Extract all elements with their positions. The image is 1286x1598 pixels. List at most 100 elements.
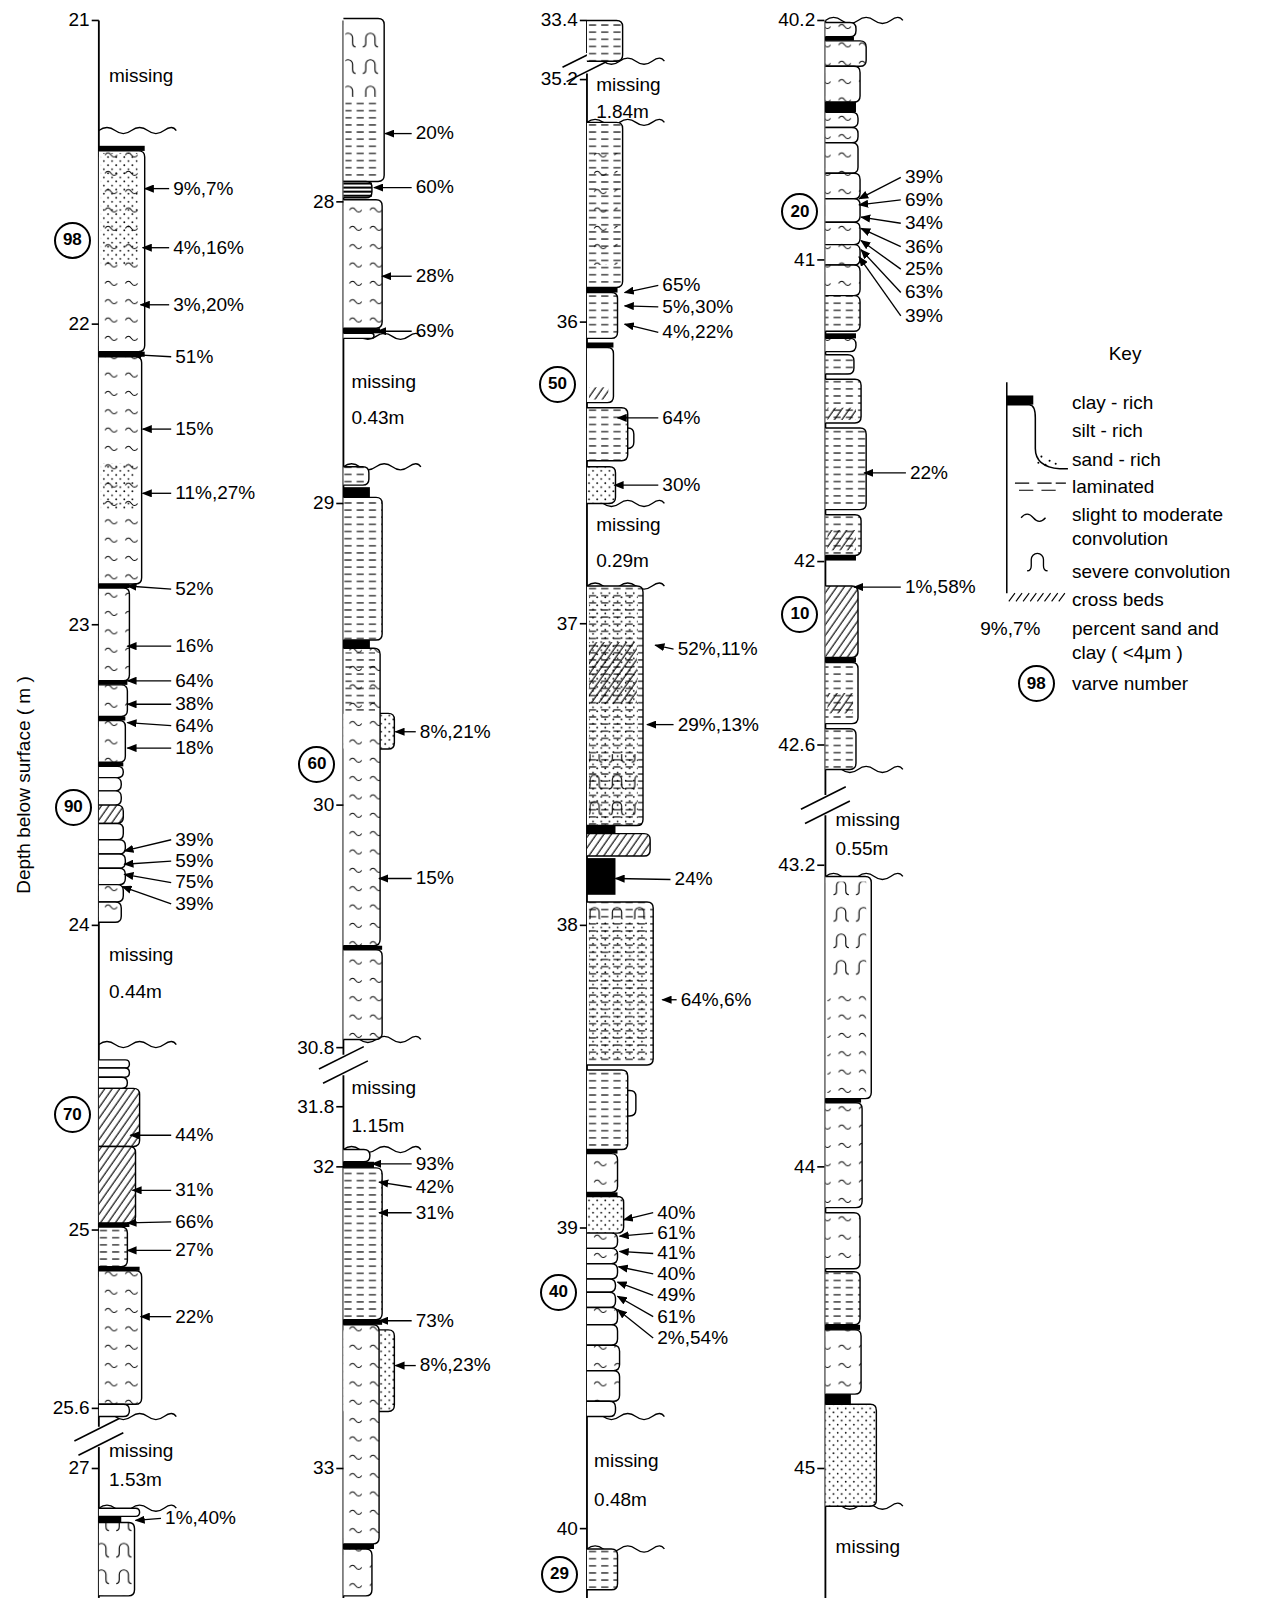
bed-outline xyxy=(587,408,628,461)
leader-arrow xyxy=(395,1365,415,1366)
percent-label: 44% xyxy=(175,1124,213,1146)
percent-label: 24% xyxy=(675,868,713,890)
bed-outline xyxy=(99,588,130,681)
clay-layer xyxy=(343,195,372,197)
bed-outline xyxy=(587,1401,616,1416)
percent-label: 61% xyxy=(657,1222,695,1244)
bed-texture xyxy=(99,588,130,681)
varve-number: 29 xyxy=(541,1556,578,1593)
bed-texture xyxy=(825,729,856,770)
depth-label: 33 xyxy=(313,1457,334,1479)
bed-texture xyxy=(343,648,380,946)
bed-texture xyxy=(587,293,618,339)
bed-outline xyxy=(825,586,858,657)
bed-texture xyxy=(587,1371,620,1402)
depth-tick xyxy=(336,1106,343,1108)
depth-label: 45 xyxy=(794,1457,815,1479)
bed-outline xyxy=(343,1168,382,1320)
varve-number: 40 xyxy=(540,1274,577,1311)
bed-outline xyxy=(825,379,861,423)
bed-outline xyxy=(587,1264,618,1279)
clay-layer xyxy=(825,1394,850,1404)
bed-texture xyxy=(99,1146,136,1222)
bed-outline xyxy=(99,721,125,763)
bed-outline xyxy=(587,1307,618,1324)
varve-number-text: 90 xyxy=(64,797,83,817)
varve-number: 10 xyxy=(781,596,818,633)
annotation: Key xyxy=(1109,343,1142,365)
percent-label: 16% xyxy=(175,635,213,657)
depth-label: 44 xyxy=(794,1156,815,1178)
depth-label: 36 xyxy=(557,311,578,333)
bed-outline xyxy=(99,868,125,884)
depth-tick xyxy=(92,1408,99,1410)
leader-arrow xyxy=(132,355,171,357)
leader-arrow xyxy=(374,187,412,188)
depth-tick xyxy=(817,864,824,866)
bed-texture xyxy=(589,902,647,919)
percent-label: 36% xyxy=(905,236,943,258)
varve-number-text: 10 xyxy=(790,604,809,624)
leader-arrow xyxy=(379,1182,412,1187)
clay-layer xyxy=(343,1544,374,1549)
leader-arrow xyxy=(127,723,171,726)
bed-texture xyxy=(343,1325,379,1544)
clay-layer xyxy=(99,146,145,151)
depth-tick xyxy=(580,1528,587,1530)
bed-outline xyxy=(343,181,372,197)
annotation: missing xyxy=(596,514,660,536)
annotation: missing xyxy=(352,1077,416,1099)
leader-arrow xyxy=(143,493,172,494)
bed-outline xyxy=(99,1227,128,1267)
legend-text: cross beds xyxy=(1072,588,1247,613)
annotation: missing xyxy=(836,1536,900,1558)
bed-texture xyxy=(99,902,121,922)
leader-arrow xyxy=(864,472,906,473)
clay-layer xyxy=(343,182,372,184)
annotation: 0.55m xyxy=(836,838,889,860)
bed-texture xyxy=(825,379,861,423)
leader-arrow xyxy=(379,1320,412,1321)
bed-outline xyxy=(587,1233,618,1248)
depth-tick xyxy=(580,1227,587,1229)
leader-arrow xyxy=(127,704,171,705)
bed-texture xyxy=(827,530,856,550)
percent-label: 64% xyxy=(175,715,213,737)
depth-label: 21 xyxy=(69,9,90,31)
depth-label: 29 xyxy=(313,492,334,514)
bed-outline xyxy=(825,222,860,244)
bed-outline xyxy=(587,1345,620,1370)
percent-label: 75% xyxy=(175,872,213,894)
varve-number-text: 40 xyxy=(549,1282,568,1302)
percent-label: 22% xyxy=(175,1306,213,1328)
leader-arrow xyxy=(379,1212,412,1213)
percent-label: 52% xyxy=(175,578,213,600)
percent-label: 15% xyxy=(416,867,454,889)
clay-layer xyxy=(343,191,372,193)
annotation: 1.15m xyxy=(352,1115,405,1137)
percent-label: 1%,40% xyxy=(165,1507,236,1529)
leader-arrow xyxy=(625,306,659,307)
leader-arrow xyxy=(861,241,901,270)
bed-outline xyxy=(587,122,623,287)
bed-outline xyxy=(587,1248,618,1263)
percent-label: 31% xyxy=(416,1202,454,1224)
annotation: 1.53m xyxy=(109,1469,162,1491)
percent-label: 22% xyxy=(910,462,948,484)
leader-arrow xyxy=(127,747,171,748)
depth-tick xyxy=(92,323,99,325)
bed-texture xyxy=(587,1233,618,1248)
bed-outline xyxy=(587,20,623,61)
bed-outline xyxy=(825,66,860,102)
depth-label: 39 xyxy=(557,1217,578,1239)
bed-texture xyxy=(345,26,379,97)
varve-number-text: 20 xyxy=(790,202,809,222)
depth-tick xyxy=(817,1166,824,1168)
annotation: missing xyxy=(109,66,173,88)
percent-label: 40% xyxy=(657,1202,695,1224)
bed-outline xyxy=(825,1272,860,1325)
depth-label: 24 xyxy=(69,914,90,936)
percent-label: 8%,21% xyxy=(420,721,491,743)
bed-texture xyxy=(589,387,608,399)
bed-outline xyxy=(99,1088,140,1146)
